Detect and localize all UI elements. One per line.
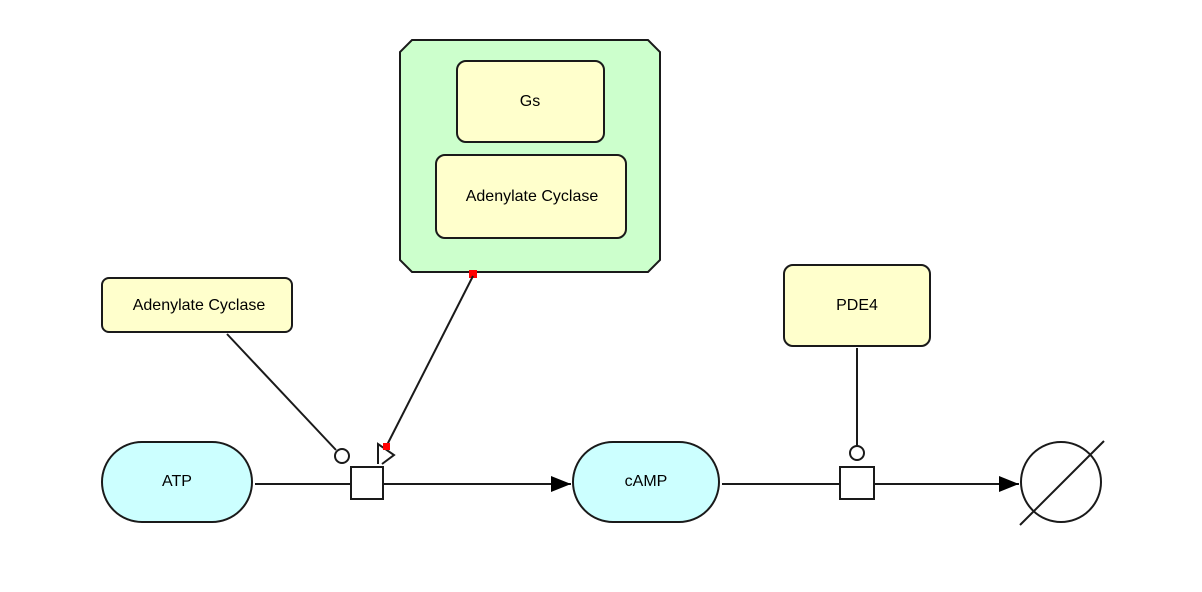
process-node-1[interactable] <box>350 466 384 500</box>
complex-adenylate-cyclase-label: Adenylate Cyclase <box>466 188 599 205</box>
edge-adenylate-cyclase-catalysis[interactable] <box>226 333 337 451</box>
process-node-2[interactable] <box>839 466 875 500</box>
adenylate-cyclase-label: Adenylate Cyclase <box>133 297 266 314</box>
edge-complex-stimulation[interactable] <box>385 275 474 448</box>
complex-port-marker <box>469 270 477 278</box>
complex-member-adenylate-cyclase[interactable]: Adenylate Cyclase <box>435 154 627 239</box>
camp-node[interactable]: cAMP <box>572 441 720 523</box>
complex-member-gs[interactable]: Gs <box>456 60 605 143</box>
pde4-node[interactable]: PDE4 <box>783 264 931 347</box>
atp-label: ATP <box>162 473 192 490</box>
camp-label: cAMP <box>625 473 668 490</box>
catalysis-marker-1 <box>334 448 350 464</box>
source-and-sink-icon[interactable] <box>1019 440 1105 526</box>
atp-node[interactable]: ATP <box>101 441 253 523</box>
gs-label: Gs <box>520 93 540 110</box>
adenylate-cyclase-node[interactable]: Adenylate Cyclase <box>101 277 293 333</box>
gs-adenylate-cyclase-complex[interactable]: Gs Adenylate Cyclase <box>399 39 661 278</box>
catalysis-marker-2 <box>849 445 865 461</box>
stimulation-port-marker <box>383 443 390 450</box>
pde4-label: PDE4 <box>836 297 878 314</box>
